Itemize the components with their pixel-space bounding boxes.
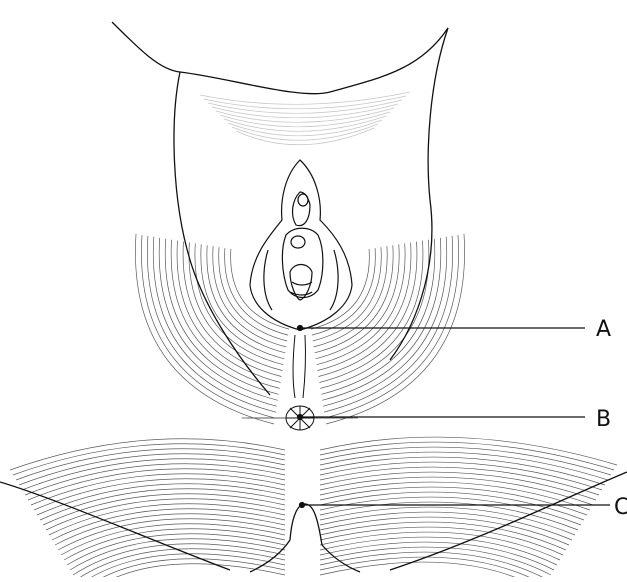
hatch-stroke	[320, 517, 569, 545]
hatch-stroke	[320, 557, 545, 577]
hatch-stroke	[320, 532, 560, 560]
hatch-stroke	[85, 564, 285, 577]
hatch-stroke	[320, 447, 611, 475]
hatch-stroke	[314, 246, 387, 347]
label-b: B	[596, 407, 611, 432]
hatch-stroke	[216, 108, 394, 122]
hatch-stroke	[320, 502, 578, 530]
hatch-stroke	[320, 462, 602, 490]
hatch-stroke	[219, 247, 287, 341]
hatch-stroke	[320, 442, 614, 470]
hatch-stroke	[323, 237, 447, 406]
hatch-stroke	[208, 100, 402, 113]
hatch-stroke	[320, 522, 566, 550]
label-a: A	[596, 317, 611, 342]
hatch-stroke	[171, 240, 280, 389]
hatch-stroke	[319, 242, 417, 377]
hatch-stroke	[212, 104, 398, 118]
hatch-stroke	[34, 479, 285, 510]
hatch-stroke	[37, 484, 285, 515]
hatch-stroke	[320, 552, 548, 577]
hatch-stroke	[320, 437, 617, 465]
hatch-stroke	[317, 243, 405, 364]
hatch-stroke	[320, 537, 557, 565]
hatch-stroke	[320, 512, 572, 540]
hatch-stroke	[320, 467, 599, 495]
hatch-stroke	[79, 554, 285, 577]
hatch-stroke	[231, 249, 289, 329]
hatch-stroke	[320, 547, 551, 575]
hatch-stroke	[320, 457, 605, 485]
hatch-stroke	[320, 452, 608, 480]
hatch-stroke	[320, 542, 554, 570]
hatch-stroke	[316, 244, 400, 358]
vulva-outline	[250, 160, 352, 330]
label-c: C	[614, 495, 627, 520]
hatch-stroke	[76, 549, 285, 577]
hatch-stroke	[183, 242, 281, 377]
hatch-stroke	[236, 128, 374, 145]
hatching-layer	[10, 92, 617, 577]
hatch-stroke	[321, 239, 434, 395]
hatch-stroke	[201, 244, 285, 358]
hatch-stroke	[165, 239, 278, 395]
hatch-stroke	[311, 249, 369, 329]
